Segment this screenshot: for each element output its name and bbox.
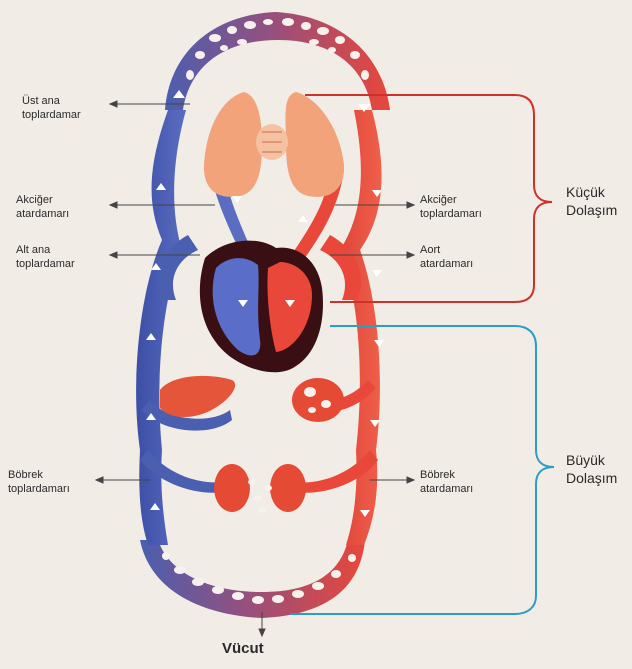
label-akciger-atardamari: Akciğer atardamarı (16, 194, 70, 220)
label-bobrek-toplardamari: Böbrek toplardamarı (8, 469, 70, 495)
label-pointer-lines (94, 100, 416, 638)
big-circuit-bracket (290, 325, 555, 615)
heart (199, 240, 323, 373)
body-capillary-bed (140, 540, 365, 618)
pulmonary-vein-vessel (282, 170, 344, 276)
label-akciger-toplardamari: Akciğer toplardamarı (420, 194, 482, 220)
flow-arrows (146, 90, 384, 517)
label-vucut: Vücut (222, 640, 264, 657)
small-circuit-bracket (305, 94, 553, 303)
liver (160, 375, 236, 417)
intestine (292, 378, 344, 422)
lung-capillary-bed (165, 12, 390, 110)
label-aort-atardamari: Aort atardamarı (420, 244, 474, 270)
label-kucuk-dolasim: Küçük Dolaşım (566, 184, 618, 218)
vena-cava-vessel (136, 110, 186, 545)
label-bobrek-atardamari: Böbrek atardamarı (420, 469, 474, 495)
aorta-vessel (340, 110, 382, 545)
lungs (203, 92, 345, 197)
label-alt-ana-toplardamar: Alt ana toplardamar (16, 244, 75, 270)
kidneys (214, 464, 306, 513)
label-buyuk-dolasim: Büyük Dolaşım (566, 452, 618, 486)
label-ust-ana-toplardamar: Üst ana toplardamar (22, 95, 81, 121)
